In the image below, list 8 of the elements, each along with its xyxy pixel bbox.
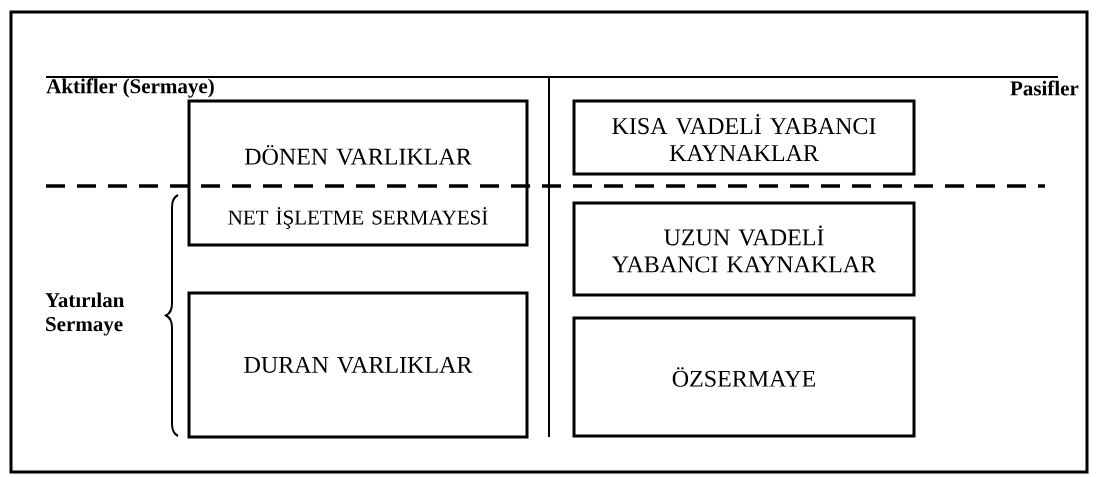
- heading: Pasifler: [1010, 80, 1079, 96]
- side-label: Yatırılan Sermaye: [45, 292, 125, 336]
- box: UZUN VADELİ YABANCI KAYNAKLAR: [572, 201, 916, 297]
- box: ÖZSERMAYE: [572, 316, 916, 438]
- box: DURAN VARLIKLAR: [187, 291, 529, 439]
- box: DÖNEN VARLIKLAR NET İŞLETME SERMAYESİ: [187, 99, 529, 247]
- heading: Aktifler (Sermaye): [46, 78, 214, 98]
- box: KISA VADELİ YABANCI KAYNAKLAR: [572, 99, 916, 176]
